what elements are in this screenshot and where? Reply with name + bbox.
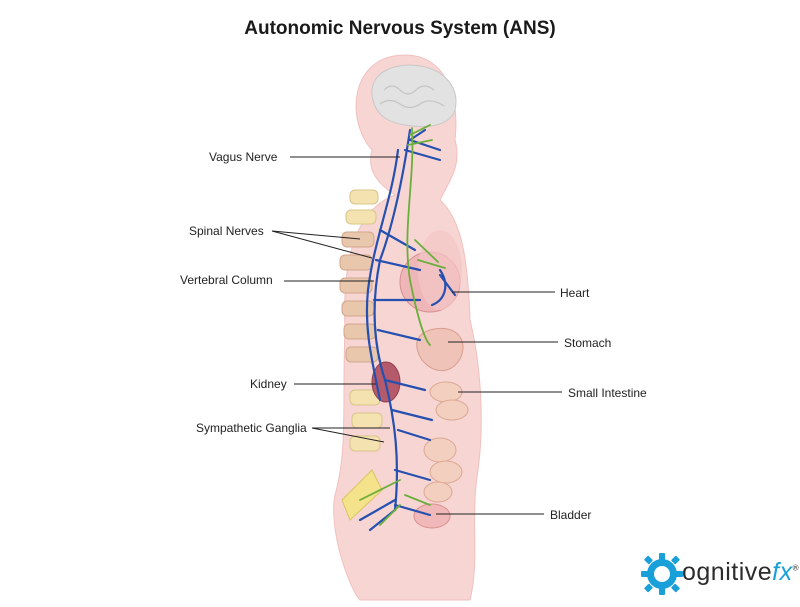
bladder-organ — [413, 503, 451, 529]
label-sympathetic-ganglia: Sympathetic Ganglia — [196, 421, 307, 435]
leader-lines — [271, 156, 562, 515]
label-small-intestine: Small Intestine — [568, 386, 647, 400]
label-bladder: Bladder — [550, 508, 592, 522]
leader-ganglia-2 — [311, 427, 385, 443]
cognitivefx-logo: ognitivefx® — [640, 550, 800, 600]
label-vertebral-column: Vertebral Column — [180, 273, 273, 287]
label-stomach: Stomach — [564, 336, 612, 350]
diagram-title: Autonomic Nervous System (ANS) — [244, 18, 556, 39]
intestine-organ — [423, 381, 469, 503]
brain — [371, 64, 457, 128]
logo-main: ognitive — [682, 558, 773, 586]
logo-registered: ® — [792, 563, 800, 573]
label-spinal-nerves: Spinal Nerves — [189, 224, 264, 238]
logo-wordmark: ognitivefx® — [682, 558, 799, 587]
leader-spinal-1 — [271, 230, 361, 240]
label-heart: Heart — [560, 286, 590, 300]
label-vagus-nerve: Vagus Nerve — [209, 150, 278, 164]
stomach-organ — [416, 327, 464, 372]
vertebral-column — [339, 189, 383, 521]
green-nerves — [359, 124, 446, 526]
leader-spinal-2 — [271, 230, 373, 259]
logo-suffix: fx — [772, 558, 793, 586]
gear-icon — [641, 553, 683, 595]
label-kidney: Kidney — [250, 377, 287, 391]
